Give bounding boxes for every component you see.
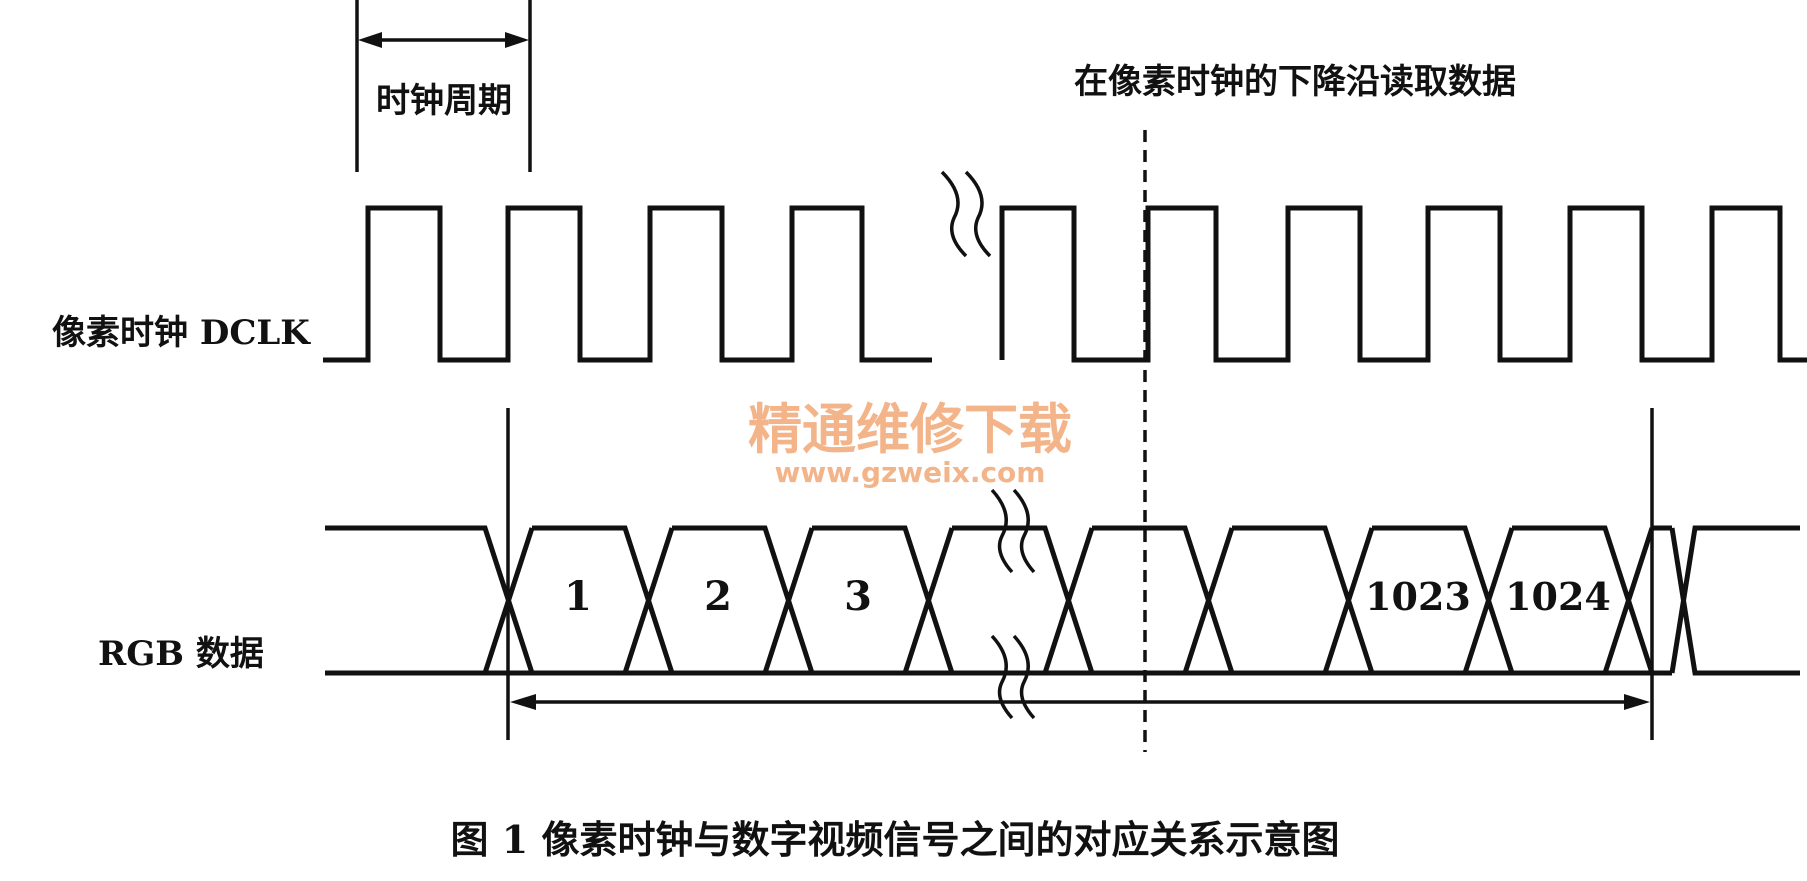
data-cell-1023: 1023 (1365, 574, 1471, 619)
data-cell-1024: 1024 (1505, 574, 1611, 619)
data-cell-2: 2 (704, 573, 732, 620)
data-cell-3: 3 (844, 573, 872, 620)
rgb-data-bus (325, 525, 1800, 676)
watermark-title: 精通维修下载 (748, 398, 1072, 461)
data-break-mark-top (990, 488, 1036, 574)
falling-edge-note: 在像素时钟的下降沿读取数据 (1074, 62, 1516, 102)
dclk-waveform (323, 205, 1807, 363)
figure-caption: 图 1 像素时钟与数字视频信号之间的对应关系示意图 (451, 817, 1340, 862)
data-cell-1: 1 (564, 573, 592, 620)
watermark-url: www.gzweix.com (775, 456, 1046, 489)
data-span-arrow (510, 694, 1650, 710)
clock-period-marker (355, 0, 532, 172)
clock-break-mark (940, 170, 992, 258)
rgb-data-label: RGB 数据 (98, 634, 264, 674)
clock-period-label: 时钟周期 (376, 81, 512, 121)
data-break-mark-bottom (990, 634, 1036, 720)
pixel-clock-label: 像素时钟 DCLK (52, 313, 311, 353)
